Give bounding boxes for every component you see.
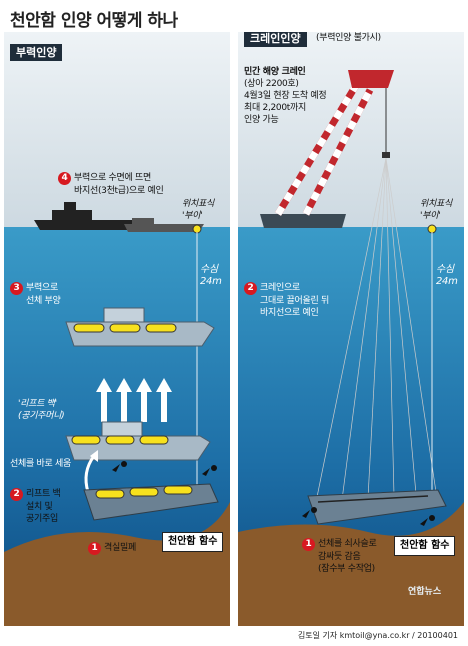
rotate-arrow (84, 455, 96, 493)
step1-line2: 감싸듯 감음 (318, 552, 361, 562)
surface-ships (34, 202, 204, 232)
ship-lifting (65, 421, 211, 461)
buoy-label: 위치표식 '부이' (420, 198, 452, 222)
crane-salvage-panel: 크레인인양 (부력인양 불가시) 민간 해양 크레인 (상아 2200호) 4월… (238, 32, 464, 626)
step-number-badge: 3 (10, 282, 23, 295)
ship-floating (65, 307, 215, 347)
up-arrows (96, 378, 172, 422)
step-number-badge: 2 (244, 282, 257, 295)
step-number-badge: 1 (302, 538, 315, 551)
step2-line3: 바지선으로 예인 (260, 308, 319, 318)
depth-label-line2: 24m (200, 276, 222, 287)
step2-line2: 설치 및 (26, 502, 53, 512)
buoyancy-scene (4, 32, 230, 626)
step2-line2: 그대로 끌어올린 뒤 (260, 296, 329, 306)
crane-info-line3: 최대 2,200t까지 (244, 103, 306, 113)
crane-info-title: 민간 해양 크레인 (244, 67, 306, 77)
crane-scene (238, 32, 464, 626)
buoy-label-line1: 위치표식 (182, 199, 214, 209)
diver (311, 507, 317, 513)
buoyancy-tag: 부력인양 (10, 44, 63, 61)
step1-line1: 선체를 쇠사슬로 (318, 539, 377, 549)
page-title: 천안함 인양 어떻게 하나 (10, 11, 178, 31)
depth-label-line1: 수심 (436, 264, 454, 275)
ship-sunken (307, 489, 447, 525)
step1-line1: 격실밀폐 (104, 543, 136, 553)
buoy-label-line2: '부이' (420, 211, 441, 221)
liftbag-line1: '리프트 백' (18, 399, 57, 409)
crane-tag: 크레인인양 (244, 32, 307, 47)
depth-label: 수심 24m (200, 264, 222, 288)
buoy-label-line2: '부이' (182, 211, 203, 221)
crane-info-line4: 인양 가능 (244, 115, 279, 125)
seabed (4, 502, 230, 626)
step-number-badge: 1 (88, 542, 101, 555)
sky (4, 32, 230, 227)
step2-line1: 크레인으로 (260, 283, 300, 293)
buoy-marker (427, 224, 437, 234)
step-number-badge: 2 (10, 488, 23, 501)
liftbag-line2: (공기주머니) (18, 411, 65, 421)
step3-line2: 선체 부양 (26, 296, 61, 306)
step3-line1: 부력으로 (26, 283, 58, 293)
step1-note-text: (잠수부 수작업) (318, 564, 375, 574)
crane-info: 민간 해양 크레인 (상아 2200호) 4월3일 현장 도착 예정 최대 2,… (244, 66, 327, 126)
crane-cables (315, 157, 437, 503)
diver (429, 515, 435, 521)
footer-credit: 김토일 기자 kmtoil@yna.co.kr / 20100401 (297, 631, 458, 640)
bow-label: 천안함 함수 (162, 532, 224, 552)
step-number-badge: 4 (58, 172, 71, 185)
upright-note: 선체를 바로 세움 (10, 459, 71, 469)
depth-label: 수심 24m (436, 264, 458, 288)
step2-line1: 리프트 백 (26, 489, 61, 499)
step2-line3: 공기주입 (26, 514, 58, 524)
crane-info-line2: 4월3일 현장 도착 예정 (244, 91, 327, 101)
buoy-label-line1: 위치표식 (420, 199, 452, 209)
diver (211, 465, 217, 471)
crane-tag-note: (부력인양 불가시) (316, 33, 381, 43)
bow-label: 천안함 함수 (394, 536, 456, 556)
depth-label-line1: 수심 (200, 264, 218, 275)
crane-barge (260, 214, 346, 228)
buoy-label: 위치표식 '부이' (182, 198, 214, 222)
seabed (238, 502, 464, 626)
depth-label-line2: 24m (436, 276, 458, 287)
liftbag-label: '리프트 백' (공기주머니) (18, 398, 65, 422)
step4-line2: 바지선(3천t급)으로 예인 (74, 186, 164, 196)
crane-boom (275, 70, 394, 216)
buoy-marker (192, 224, 202, 234)
yonhap-logo: 연합뉴스 (408, 587, 442, 597)
ship-sunken (83, 483, 219, 521)
step4-line1: 부력으로 수면에 뜨면 (74, 173, 151, 183)
crane-info-line1: (상아 2200호) (244, 79, 299, 89)
diver (121, 461, 127, 467)
